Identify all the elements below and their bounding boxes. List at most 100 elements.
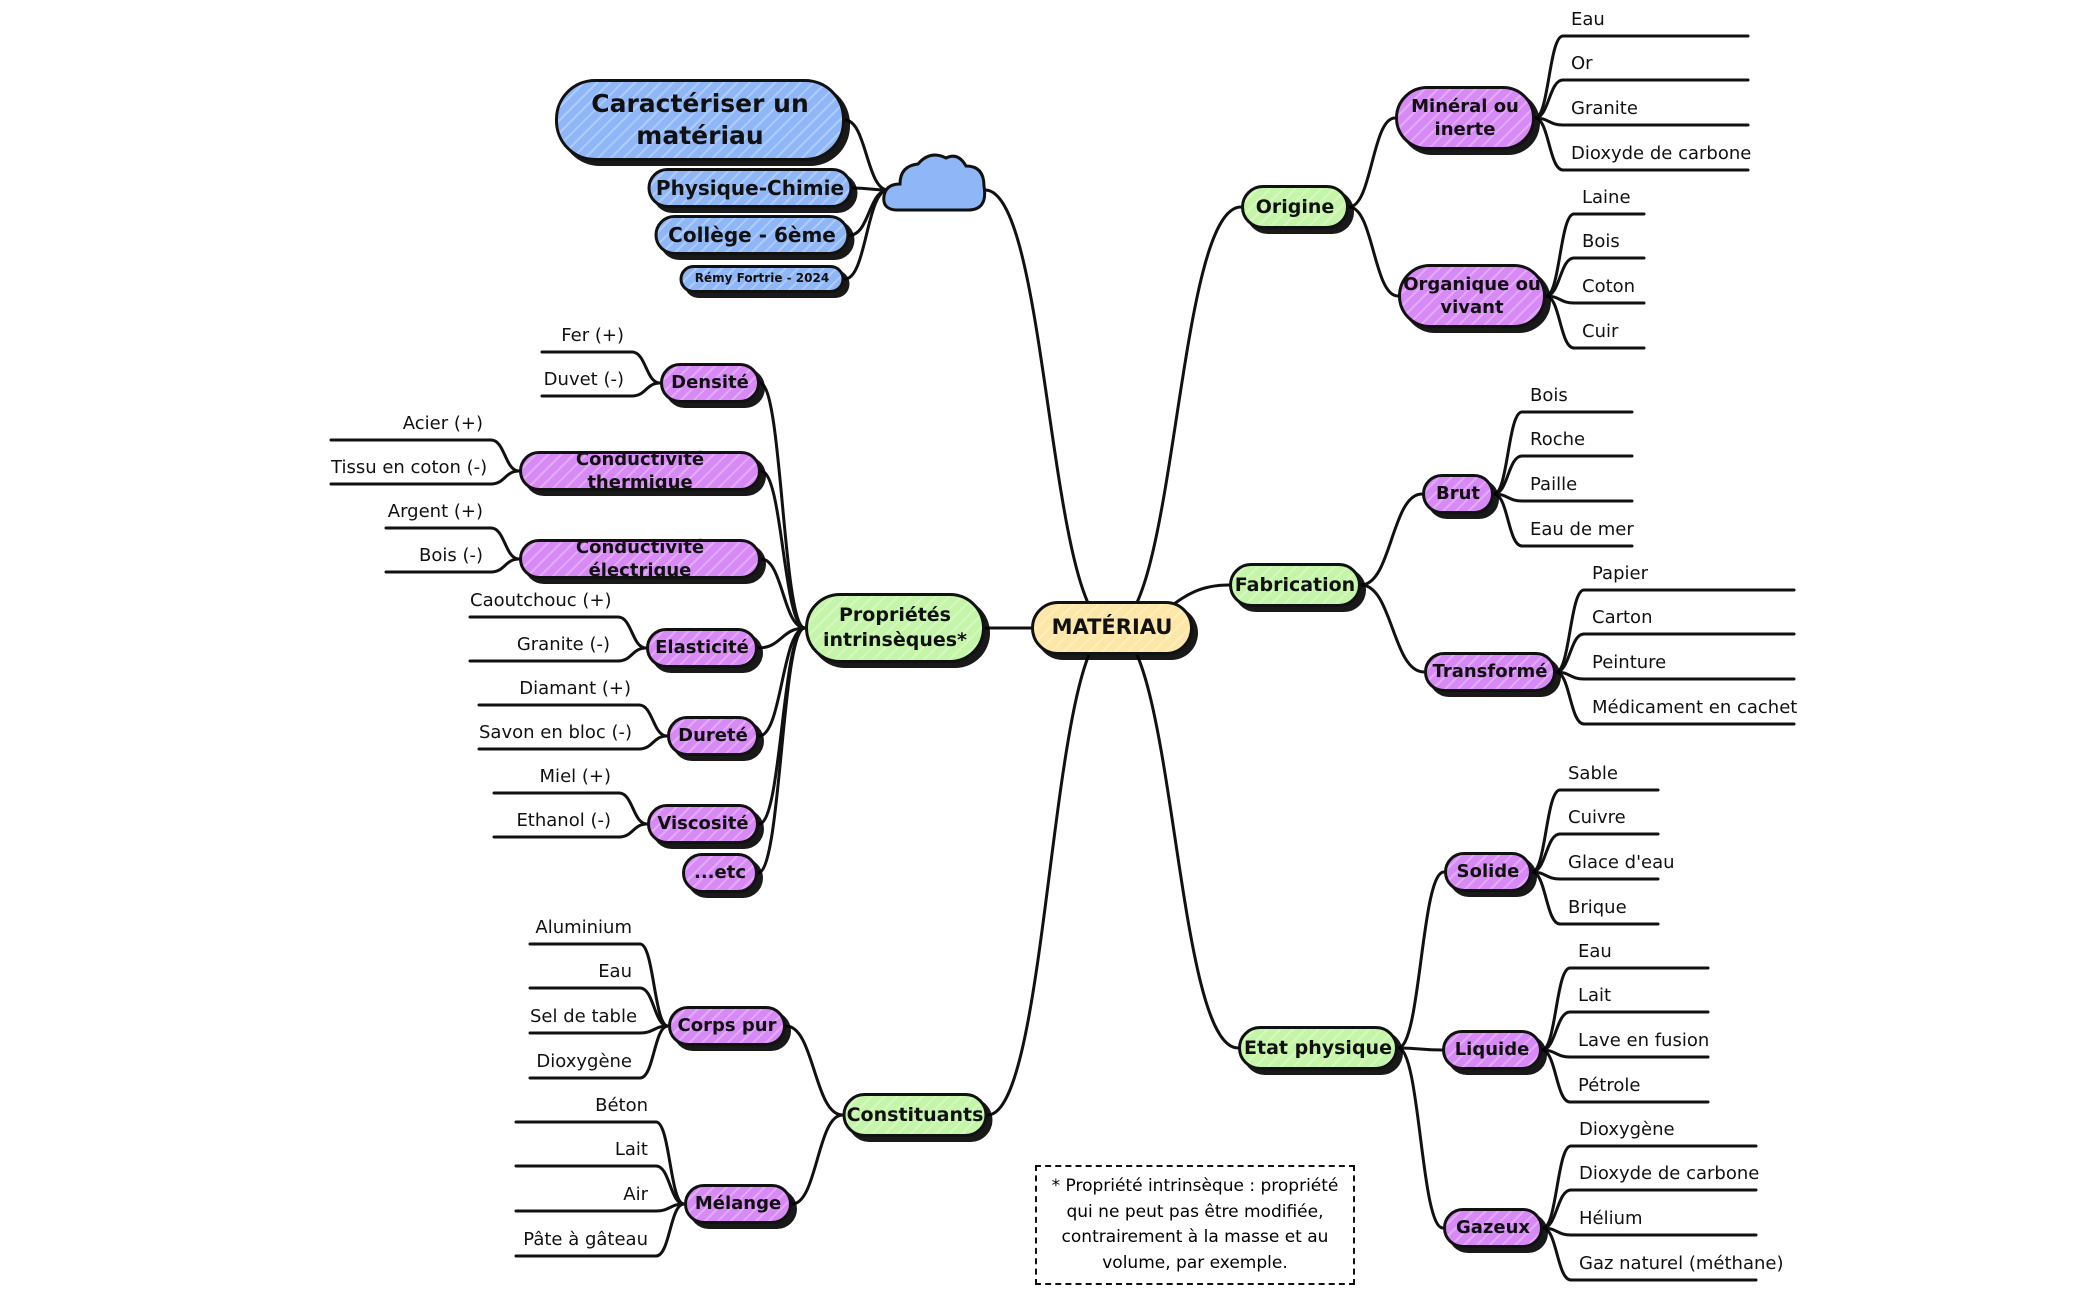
subcategory-node: Viscosité — [647, 804, 759, 844]
connector — [616, 646, 648, 663]
connector — [489, 438, 521, 473]
subcategory-node: ...etc — [682, 853, 758, 893]
leaf-item: Coton — [1582, 276, 1636, 297]
connector — [654, 1202, 686, 1258]
subcategory-node: Conductivité électrique — [519, 537, 761, 581]
connector — [1554, 670, 1586, 726]
subcategory-node: Elasticité — [646, 628, 758, 668]
category-etat: Etat physique — [1238, 1026, 1398, 1070]
connector — [616, 615, 648, 650]
connector — [759, 557, 807, 630]
leaf-item: Lait — [1578, 985, 1612, 1006]
connector — [1110, 205, 1243, 630]
connector — [617, 822, 649, 839]
connector — [617, 791, 649, 826]
leaf-item: Dioxyde de carbone — [1571, 143, 1752, 164]
leaf-item: Dioxyde de carbone — [1579, 1163, 1760, 1184]
subcategory-node: Conductivité thermique — [519, 449, 761, 493]
subcategory-node: Densité — [660, 363, 760, 403]
connector — [637, 703, 669, 738]
leaf-item: Savon en bloc (-) — [479, 722, 633, 743]
subcategory-node: Brut — [1422, 474, 1494, 514]
subcategory-node: Mélange — [684, 1184, 792, 1224]
leaf-item: Hélium — [1579, 1208, 1643, 1229]
connector — [1530, 870, 1562, 926]
subject-badge: Physique-Chimie — [647, 168, 853, 208]
connector — [638, 942, 670, 1028]
leaf-item: Miel (+) — [539, 766, 611, 787]
connector — [790, 1113, 844, 1206]
connector — [1396, 870, 1446, 1050]
author-badge: Rémy Fortrie - 2024 — [679, 265, 845, 293]
subcategory-node: Dureté — [667, 716, 759, 756]
connector — [630, 350, 662, 385]
connector — [489, 469, 521, 486]
connector — [1544, 294, 1576, 350]
leaf-item: Bois (-) — [418, 545, 483, 566]
leaf-item: Caoutchouc (+) — [470, 590, 612, 611]
connector — [637, 734, 669, 751]
leaf-item: Tissu en coton (-) — [331, 457, 488, 478]
connector — [1396, 1046, 1444, 1052]
leaf-item: Roche — [1530, 429, 1586, 450]
connector — [983, 188, 1114, 630]
subcategory-node: Transformé — [1424, 652, 1556, 692]
connector — [756, 626, 807, 650]
leaf-item: Aluminium — [535, 917, 632, 938]
leaf-item: Lait — [614, 1139, 648, 1160]
connector — [1541, 1144, 1573, 1230]
subcategory-node: Minéral ou inerte — [1395, 86, 1535, 150]
map-title: Caractériser un matériau — [555, 79, 845, 161]
level-badge: Collège - 6ème — [654, 215, 850, 255]
connector — [1396, 1046, 1445, 1230]
connector — [1533, 34, 1565, 120]
leaf-item: Sable — [1568, 763, 1618, 784]
subcategory-node: Gazeux — [1443, 1208, 1543, 1248]
leaf-item: Béton — [595, 1095, 648, 1116]
leaf-item: Eau — [1571, 9, 1605, 30]
subcategory-node: Liquide — [1442, 1030, 1542, 1070]
leaf-item: Eau — [1578, 941, 1612, 962]
leaf-item: Dioxygène — [536, 1051, 632, 1072]
connector — [489, 557, 521, 574]
leaf-item: Pâte à gâteau — [523, 1229, 648, 1250]
footnote-box: * Propriété intrinsèque : propriété qui … — [1035, 1165, 1355, 1285]
connector — [1110, 626, 1240, 1050]
leaf-item: Dioxygène — [1579, 1119, 1675, 1140]
leaf-item: Laine — [1582, 187, 1631, 208]
connector — [489, 526, 521, 561]
category-fabrication: Fabrication — [1229, 563, 1361, 607]
leaf-item: Eau de mer — [1530, 519, 1634, 540]
connector — [654, 1120, 686, 1206]
connector — [757, 626, 807, 826]
connector — [843, 118, 890, 192]
leaf-item: Acier (+) — [402, 413, 483, 434]
connector — [1541, 1226, 1573, 1282]
leaf-item: Ethanol (-) — [516, 810, 611, 831]
connector — [784, 1024, 844, 1117]
leaf-item: Glace d'eau — [1568, 852, 1675, 873]
leaf-item: Or — [1571, 53, 1593, 74]
leaf-item: Fer (+) — [561, 325, 624, 346]
leaf-item: Médicament en cachet — [1592, 697, 1798, 718]
connector — [1492, 492, 1524, 548]
leaf-item: Air — [623, 1184, 648, 1205]
leaf-item: Eau — [598, 961, 632, 982]
leaf-item: Gaz naturel (méthane) — [1579, 1253, 1784, 1274]
connector — [1347, 205, 1400, 298]
connector — [1540, 1048, 1572, 1104]
connector — [1492, 410, 1524, 496]
cloud-icon — [882, 153, 987, 212]
category-origine: Origine — [1241, 185, 1349, 229]
connector — [1347, 116, 1397, 209]
leaf-item: Bois — [1530, 385, 1568, 406]
leaf-item: Bois — [1582, 231, 1620, 252]
leaf-item: Diamant (+) — [519, 678, 631, 699]
leaf-item: Granite (-) — [516, 634, 610, 655]
leaf-item: Duvet (-) — [543, 369, 624, 390]
leaf-item: Paille — [1530, 474, 1578, 495]
leaf-item: Papier — [1592, 563, 1648, 584]
leaf-item: Pétrole — [1578, 1075, 1641, 1096]
connector — [1359, 583, 1426, 674]
